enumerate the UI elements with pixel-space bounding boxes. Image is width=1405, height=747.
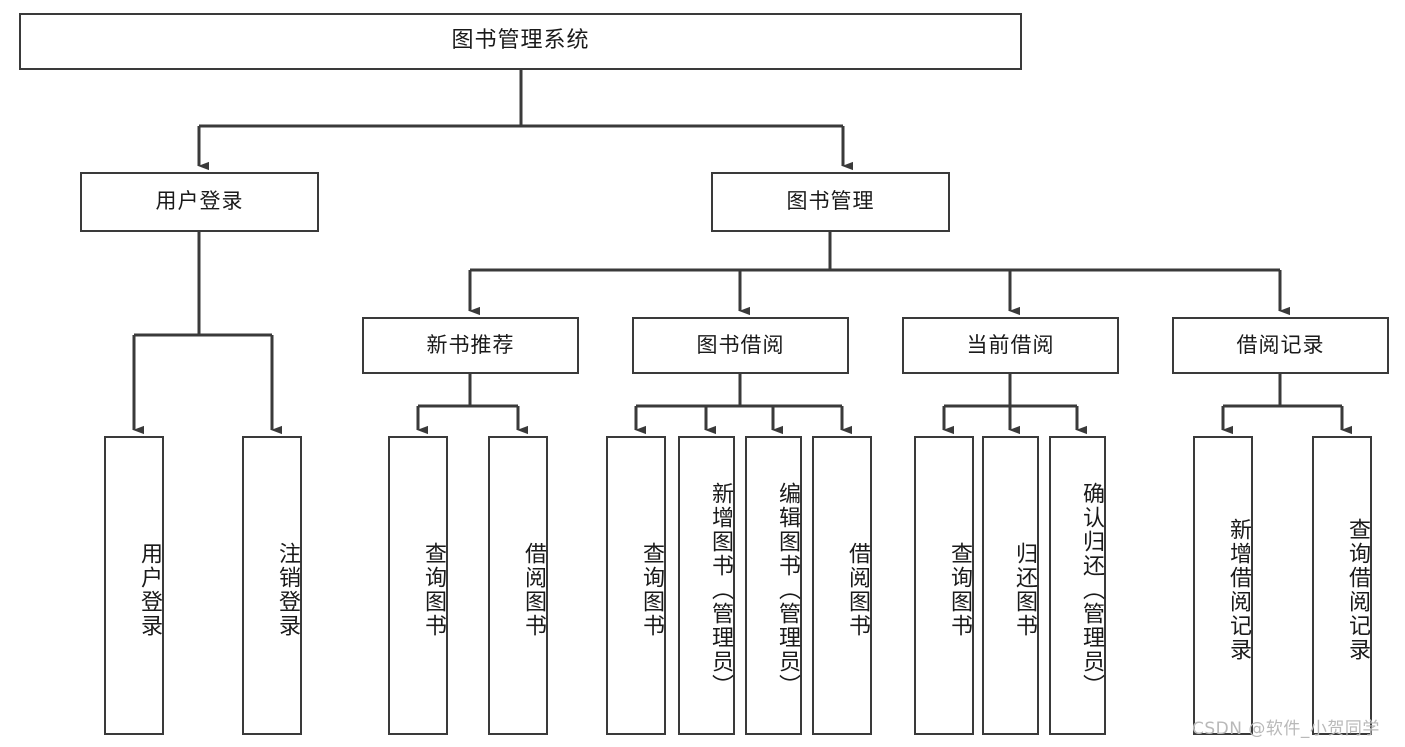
node-current-borrow[interactable]: 当前借阅	[902, 317, 1119, 374]
leaf-current-borrow-query[interactable]: 查询图书	[914, 436, 974, 735]
node-label: 借阅图书	[521, 541, 546, 638]
leaf-borrow-record-query[interactable]: 查询借阅记录	[1312, 436, 1372, 735]
node-label: 图书管理	[786, 189, 875, 214]
node-user-login[interactable]: 用户登录	[80, 172, 319, 232]
node-root-system[interactable]: 图书管理系统	[19, 13, 1022, 70]
watermark-text: CSDN @软件_小贺同学	[1192, 719, 1380, 739]
node-label: 新增借阅记录	[1226, 517, 1251, 662]
node-label: 编辑图书（管理员）	[775, 481, 800, 698]
node-book-management[interactable]: 图书管理	[711, 172, 950, 232]
node-label: 新书推荐	[426, 332, 515, 357]
node-label: 借阅图书	[845, 541, 870, 638]
leaf-book-borrow-edit[interactable]: 编辑图书（管理员）	[745, 436, 802, 735]
leaf-user-login-signin[interactable]: 用户登录	[104, 436, 164, 735]
leaf-current-borrow-return[interactable]: 归还图书	[982, 436, 1039, 735]
leaf-book-borrow-borrow[interactable]: 借阅图书	[812, 436, 872, 735]
node-book-borrow[interactable]: 图书借阅	[632, 317, 849, 374]
leaf-current-borrow-confirm[interactable]: 确认归还（管理员）	[1049, 436, 1106, 735]
node-label: 查询图书	[421, 541, 446, 638]
node-label: 确认归还（管理员）	[1079, 481, 1104, 698]
leaf-new-book-borrow[interactable]: 借阅图书	[488, 436, 548, 735]
node-label: 查询图书	[639, 541, 664, 638]
node-label: 用户登录	[137, 541, 162, 638]
leaf-book-borrow-add[interactable]: 新增图书（管理员）	[678, 436, 735, 735]
node-borrow-record[interactable]: 借阅记录	[1172, 317, 1389, 374]
node-label: 新增图书（管理员）	[708, 481, 733, 698]
node-label: 注销登录	[275, 541, 300, 638]
node-label: 查询图书	[947, 541, 972, 638]
node-label: 借阅记录	[1236, 332, 1325, 357]
leaf-book-borrow-query[interactable]: 查询图书	[606, 436, 666, 735]
leaf-new-book-query[interactable]: 查询图书	[388, 436, 448, 735]
leaf-user-login-signout[interactable]: 注销登录	[242, 436, 302, 735]
node-new-book-recommend[interactable]: 新书推荐	[362, 317, 579, 374]
node-label: 用户登录	[155, 189, 244, 214]
node-label: 查询借阅记录	[1345, 517, 1370, 662]
node-label: 图书借阅	[696, 332, 785, 357]
leaf-borrow-record-add[interactable]: 新增借阅记录	[1193, 436, 1253, 735]
node-label: 当前借阅	[966, 332, 1055, 357]
node-label: 图书管理系统	[451, 28, 590, 54]
node-label: 归还图书	[1012, 541, 1037, 638]
